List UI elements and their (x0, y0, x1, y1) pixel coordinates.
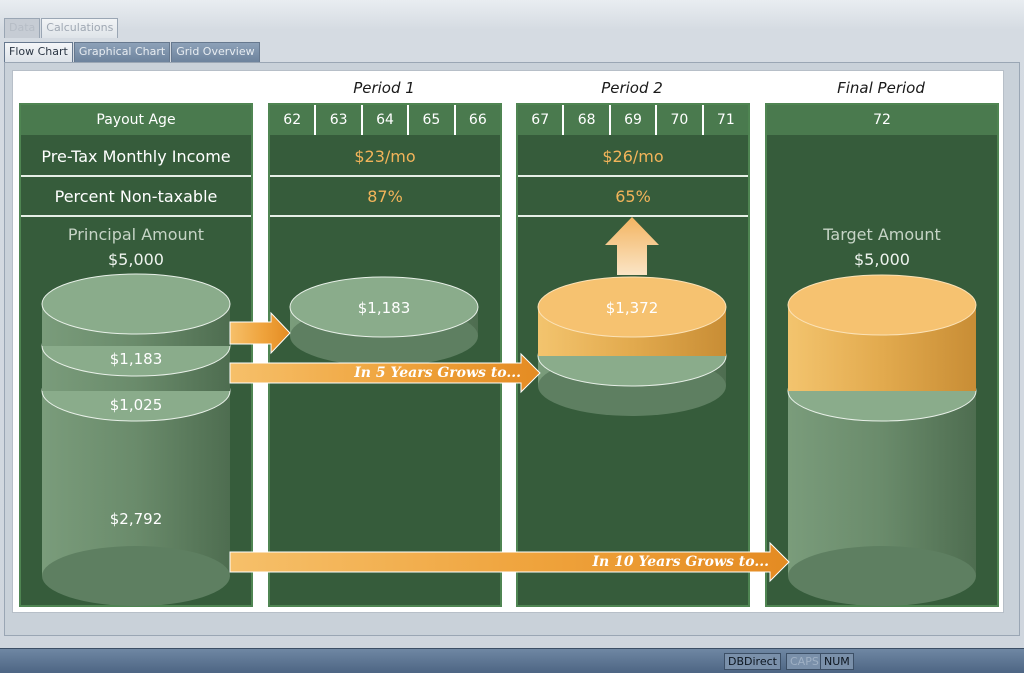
payout-age-label: Payout Age (96, 112, 176, 128)
age-cell: 64 (360, 105, 407, 135)
flow-graphics (41, 217, 977, 606)
status-bar: DBDirect CAPS NUM (0, 648, 1024, 673)
age-cell: 70 (655, 105, 701, 135)
stack-top-value: $1,183 (109, 350, 163, 368)
status-db-mode: DBDirect (724, 653, 781, 670)
status-num: NUM (820, 653, 854, 670)
period-2-nontax: 65% (615, 187, 651, 206)
age-cell: 67 (531, 112, 550, 128)
target-value: $5,000 (854, 250, 910, 269)
final-cylinder (787, 274, 977, 606)
period-2-title: Period 2 (601, 79, 663, 97)
period-2-income: $26/mo (602, 147, 664, 166)
period-1-cylinder (289, 276, 479, 366)
age-cell: 65 (407, 105, 453, 135)
flow-chart-canvas: Period 1 Period 2 Final Period Payout Ag… (12, 70, 1004, 613)
five-year-arrow-icon (229, 352, 541, 394)
nontaxable-label: Percent Non-taxable (54, 187, 218, 206)
five-year-arrow-label: In 5 Years Grows to... (354, 365, 521, 381)
stack-middle-value: $1,025 (109, 396, 163, 414)
period-2-amount: $1,372 (605, 299, 659, 317)
target-label: Target Amount (823, 225, 941, 244)
arrow-to-period-1-icon (229, 311, 291, 355)
age-cell: 63 (314, 105, 360, 135)
ten-year-arrow-label: In 10 Years Grows to... (592, 554, 769, 570)
up-arrow-icon (605, 217, 659, 275)
tab-data[interactable]: Data (4, 18, 41, 38)
view-tabs: Flow Chart Graphical Chart Grid Overview (4, 42, 260, 62)
final-period-title: Final Period (837, 79, 925, 97)
period-1-ages: 62 63 64 65 66 (270, 105, 500, 135)
period-1-nontax: 87% (367, 187, 403, 206)
tab-flow-chart[interactable]: Flow Chart (4, 42, 73, 62)
tab-grid-overview[interactable]: Grid Overview (171, 42, 260, 62)
status-caps: CAPS (786, 653, 823, 670)
age-cell: 62 (283, 112, 302, 128)
age-cell: 69 (608, 105, 655, 135)
period-1-title: Period 1 (353, 79, 415, 97)
tab-graphical-chart[interactable]: Graphical Chart (73, 42, 171, 62)
age-cell: 66 (453, 105, 500, 135)
principal-cylinder (41, 273, 231, 606)
final-age: 72 (873, 112, 891, 128)
top-tabs: Data Calculations (4, 18, 119, 38)
principal-label: Principal Amount (67, 225, 205, 244)
period-2-ages: 67 68 69 70 71 (518, 105, 748, 135)
principal-value: $5,000 (108, 250, 164, 269)
age-cell: 71 (701, 105, 748, 135)
pretax-label: Pre-Tax Monthly Income (41, 147, 231, 166)
period-1-amount: $1,183 (357, 299, 411, 317)
ten-year-arrow-icon (229, 541, 790, 583)
period-2-cylinder (537, 276, 727, 416)
stack-bottom-value: $2,792 (109, 510, 163, 528)
period-1-income: $23/mo (354, 147, 416, 166)
age-cell: 68 (562, 105, 608, 135)
tab-calculations[interactable]: Calculations (41, 18, 119, 38)
